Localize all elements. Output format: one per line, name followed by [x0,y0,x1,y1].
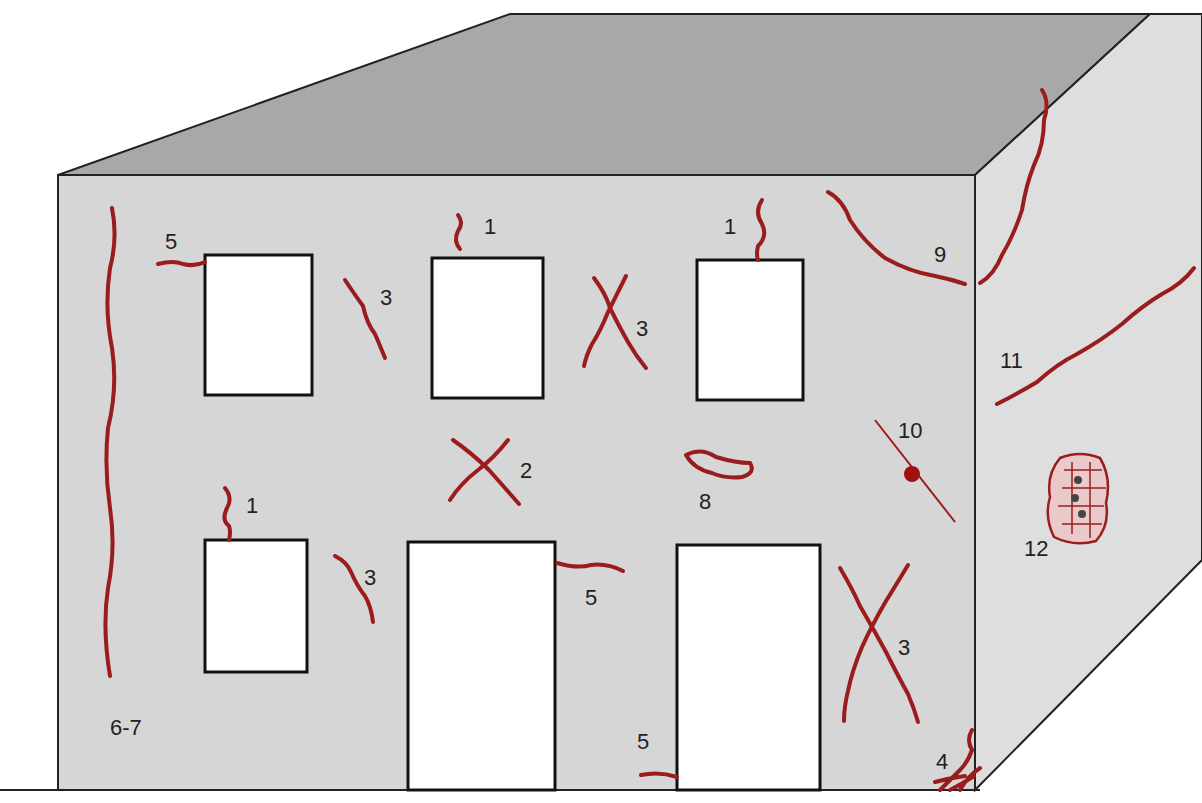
crack [450,440,508,500]
callout-number: 9 [934,244,946,266]
crack [584,276,626,366]
crack [105,208,114,676]
callout-number: 1 [246,495,258,517]
callout-number: 3 [898,637,910,659]
crack [453,440,519,504]
spall-texture [1058,462,1106,538]
exposed-bar [1071,494,1079,502]
callout-number: 5 [637,731,649,753]
crack [641,773,677,777]
exposed-bar [1074,476,1082,484]
crack [875,420,955,522]
crack [335,556,373,622]
exposed-bar [1078,510,1086,518]
crack [980,90,1047,283]
window [205,255,312,395]
window [205,540,307,672]
callout-number: 2 [520,460,532,482]
window [432,258,543,398]
roof-face [58,14,1150,175]
door [408,542,555,790]
callout-number: 4 [936,751,948,773]
crack [158,262,205,265]
spall-outline [1048,454,1108,543]
crack [935,730,980,790]
crack [840,568,918,722]
callout-number: 1 [724,216,736,238]
front-wall [58,175,975,790]
door [677,545,820,790]
callout-number: 5 [165,231,177,253]
crack [757,200,764,260]
callout-number: 3 [380,287,392,309]
callout-number: 3 [364,567,376,589]
openings [205,255,820,790]
impact-point [904,466,920,482]
callout-number: 11 [1000,350,1023,372]
callout-number: 12 [1024,538,1048,560]
crack [345,280,385,358]
inclined-crack-with-point [875,420,955,522]
crack [828,192,965,284]
callout-number: 6-7 [110,717,142,739]
crack [686,451,752,477]
spalled-area [1048,454,1108,543]
crack [224,488,230,540]
crack [557,563,623,571]
callout-number: 1 [484,216,496,238]
callout-number: 5 [585,587,597,609]
callout-number: 8 [699,491,711,513]
side-wall [975,14,1202,790]
callout-number: 3 [636,318,648,340]
crack [456,215,461,249]
callout-number: 10 [898,420,922,442]
window [697,260,803,400]
cracks [105,90,1194,790]
crack [997,268,1194,404]
